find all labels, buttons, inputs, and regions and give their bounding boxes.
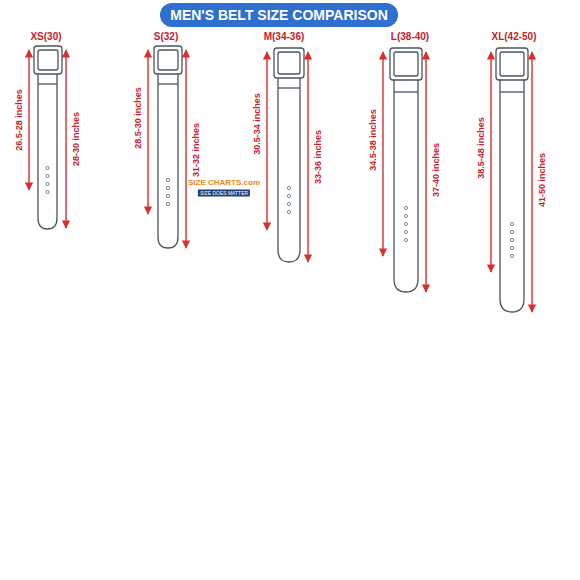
title: MEN'S BELT SIZE COMPARISON xyxy=(170,7,388,23)
size-label: XL(42-50) xyxy=(491,32,536,42)
dimension: 34.5-38 inches xyxy=(369,109,378,171)
dimension: 30.5-34 inches xyxy=(253,93,262,155)
dimension: 33-36 inches xyxy=(314,130,323,184)
watermark: SIZE CHARTS.com xyxy=(188,179,260,187)
dimension: 28-30 inches xyxy=(72,112,81,166)
dimension: 28.5-30 inches xyxy=(134,87,143,149)
size-label: XS(30) xyxy=(30,32,61,42)
watermark: SIZE DOES MATTER xyxy=(198,190,250,197)
size-label: M(34-36) xyxy=(264,32,305,42)
dimension: 38.5-48 inches xyxy=(477,117,486,179)
dimension: 31-32 inches xyxy=(192,123,201,177)
dimension: 26.5-28 inches xyxy=(15,89,24,151)
size-label: S(32) xyxy=(154,32,178,42)
title-banner: MEN'S BELT SIZE COMPARISON xyxy=(160,3,398,27)
dimension: 37-40 inches xyxy=(432,143,441,197)
size-label: L(38-40) xyxy=(391,32,429,42)
dimension: 41-50 inches xyxy=(538,153,547,207)
